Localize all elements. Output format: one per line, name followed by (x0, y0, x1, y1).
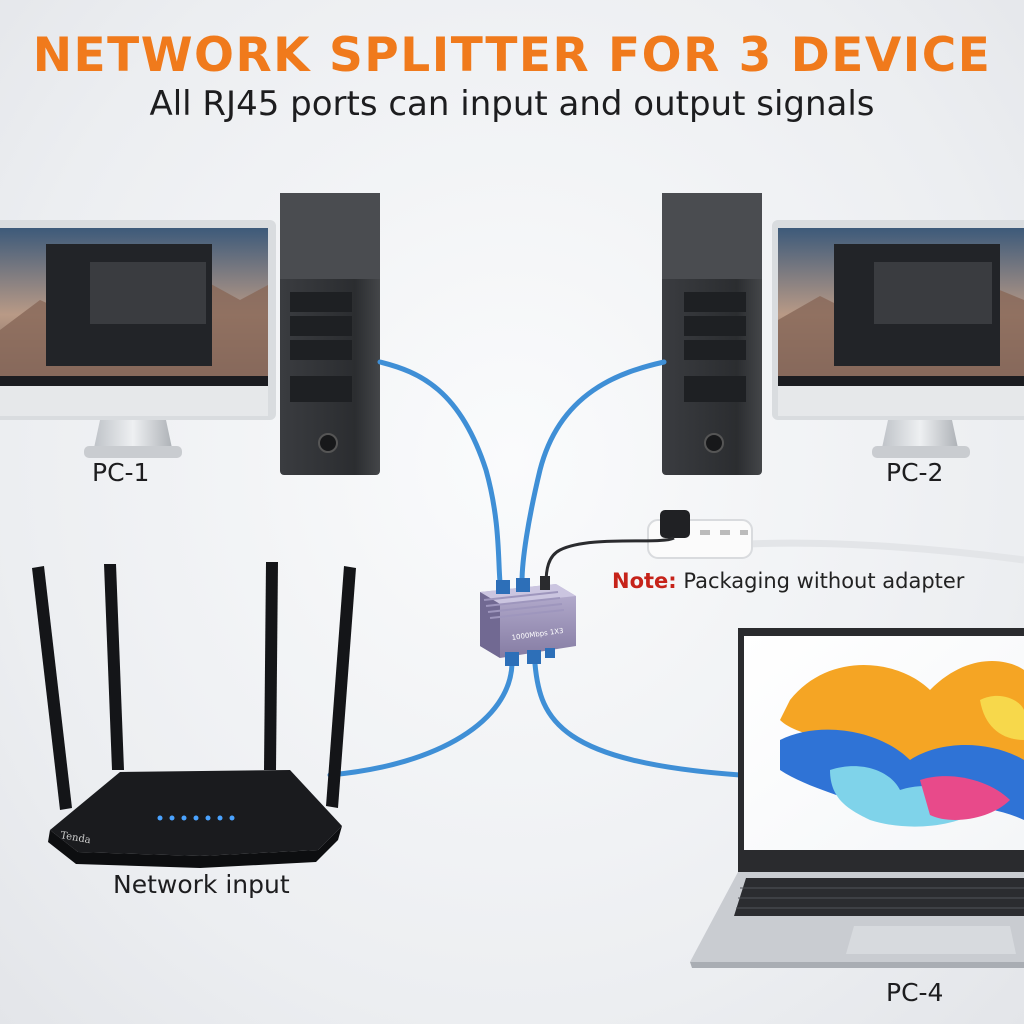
router-brand: Tenda (59, 830, 91, 846)
pc2-label: PC-2 (886, 458, 944, 487)
pc4-laptop (690, 628, 1024, 968)
pc2-monitor (772, 220, 1024, 458)
screen-artwork (780, 661, 1024, 827)
router: Tenda (32, 562, 356, 868)
packaging-note: Note: Packaging without adapter (612, 569, 964, 593)
pc1-monitor (0, 220, 276, 458)
network-input-label: Network input (113, 870, 290, 899)
pc1-tower (280, 193, 380, 475)
pc2-tower (662, 193, 762, 475)
pc4-label: PC-4 (886, 978, 944, 1007)
page-subtitle: All RJ45 ports can input and output sign… (149, 84, 875, 124)
note-key: Note: (612, 569, 677, 593)
network-splitter: 1000Mbps 1X3 (480, 576, 576, 666)
ethernet-cables (327, 359, 743, 778)
page-title: NETWORK SPLITTER FOR 3 DEVICE (32, 28, 992, 83)
note-text: Packaging without adapter (676, 569, 965, 593)
power-strip (544, 510, 1024, 585)
pc1-label: PC-1 (92, 458, 150, 487)
